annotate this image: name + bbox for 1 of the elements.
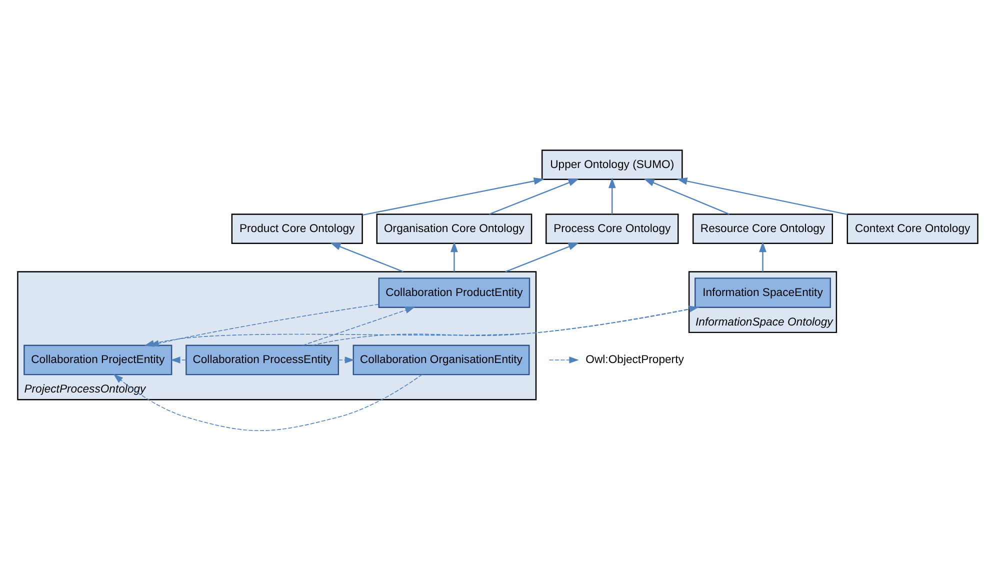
legend-label: Owl:ObjectProperty xyxy=(586,353,684,366)
